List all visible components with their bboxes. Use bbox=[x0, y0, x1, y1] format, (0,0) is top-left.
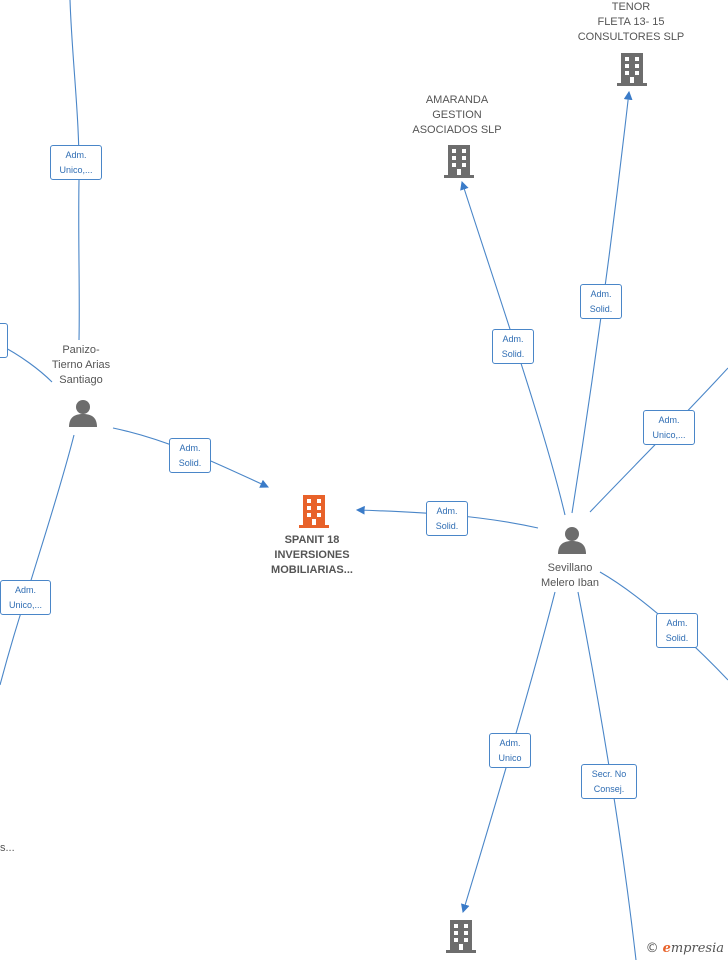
relation-label-right-to-main[interactable]: Adm. Solid. bbox=[426, 501, 468, 536]
main-company-label[interactable]: SPANIT 18 INVERSIONES MOBILIARIAS... bbox=[271, 534, 353, 576]
relation-label-right-downright[interactable]: Adm. Solid. bbox=[656, 613, 698, 648]
company-tenor-label[interactable]: TENOR FLETA 13- 15 CONSULTORES SLP bbox=[577, 1, 685, 43]
brand-initial: e bbox=[662, 941, 671, 956]
company-amaranda-label[interactable]: AMARANDA GESTION ASOCIADOS SLP bbox=[412, 94, 502, 136]
building-icon-tenor bbox=[617, 53, 647, 86]
empresia-logo: ©empresia bbox=[646, 941, 724, 956]
relation-label-right-bottom[interactable]: Adm. Unico bbox=[489, 733, 531, 768]
building-icon-amaranda bbox=[444, 145, 474, 178]
relation-label-right-tenor[interactable]: Adm. Solid. bbox=[580, 284, 622, 319]
relation-label-right-secr[interactable]: Secr. No Consej. bbox=[581, 764, 637, 799]
person-icon-left bbox=[69, 400, 97, 427]
edge-right-tenor bbox=[571, 90, 633, 514]
relation-label-left-to-main[interactable]: Adm. Solid. bbox=[169, 438, 211, 473]
brand-name: mpresia bbox=[670, 941, 724, 956]
edge-left-down bbox=[0, 434, 75, 686]
relation-label-offscreen-left[interactable] bbox=[0, 323, 8, 358]
edge-right-secr bbox=[577, 591, 637, 960]
relation-label-top-left[interactable]: Adm. Unico,... bbox=[50, 145, 102, 180]
person-right-label[interactable]: Sevillano Melero Iban bbox=[540, 562, 600, 589]
building-icon-bottom bbox=[446, 920, 476, 953]
cut-off-label: s... bbox=[0, 842, 15, 854]
building-icon-main bbox=[299, 495, 329, 528]
relation-label-right-amaranda[interactable]: Adm. Solid. bbox=[492, 329, 534, 364]
person-left-label[interactable]: Panizo- Tierno Arias Santiago bbox=[51, 344, 111, 386]
copyright-icon: © bbox=[645, 941, 659, 956]
relation-label-right-upright[interactable]: Adm. Unico,... bbox=[643, 410, 695, 445]
person-icon-right bbox=[558, 527, 586, 554]
relation-label-left-down[interactable]: Adm. Unico,... bbox=[0, 580, 51, 615]
